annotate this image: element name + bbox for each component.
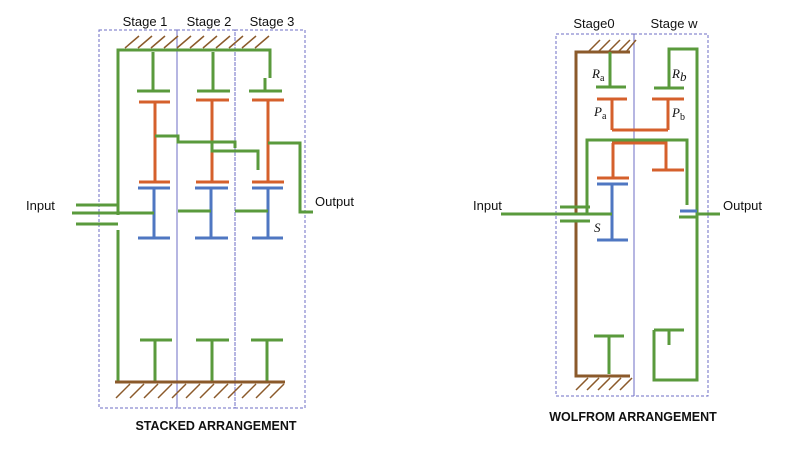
stacked-arrangement: Stage 1 Stage 2 Stage 3	[26, 14, 354, 433]
wolfrom-top-hatch	[587, 39, 637, 53]
bottom-supports	[140, 338, 283, 381]
carrier-1	[155, 134, 237, 148]
stacked-caption: STACKED ARRANGEMENT	[135, 419, 296, 433]
wolfrom-sun-gear	[597, 182, 628, 242]
wolfrom-housing-bottom	[574, 222, 630, 378]
wolfrom-arrangement: Stage0 Stage w	[473, 16, 762, 424]
wolfrom-housing-top	[574, 50, 630, 213]
stage-1-label: Stage 1	[123, 14, 168, 29]
ring-a-symbol: Ra	[591, 66, 605, 84]
stage-2-label: Stage 2	[187, 14, 232, 29]
planet-b-symbol: Pb	[671, 105, 685, 123]
sun-gear-3	[252, 186, 283, 240]
stepped-planet	[597, 97, 684, 180]
bottom-housing-hatch	[115, 383, 285, 399]
planet-gear-1	[139, 100, 170, 184]
wolfrom-bottom-hatch	[575, 377, 633, 391]
ring-housing-top	[116, 48, 272, 215]
stage-2-box	[176, 29, 236, 409]
stacked-input-label: Input	[26, 198, 55, 213]
stacked-output-label: Output	[315, 194, 354, 209]
sun-gear-2	[195, 186, 228, 240]
stage-w-label: Stage w	[651, 16, 699, 31]
wolfrom-input-label: Input	[473, 198, 502, 213]
output-carrier	[268, 141, 313, 214]
ring-b-symbol: Rb	[671, 66, 687, 84]
wolfrom-caption: WOLFROM ARRANGEMENT	[549, 410, 717, 424]
stage-1-box	[98, 29, 178, 409]
wolfrom-output-label: Output	[723, 198, 762, 213]
planet-gear-3	[252, 98, 284, 184]
sun-symbol: S	[594, 220, 601, 235]
stage-0-label: Stage0	[573, 16, 614, 31]
wolfrom-carrier	[585, 138, 689, 213]
carrier-2-link	[210, 142, 260, 170]
planet-a-symbol: Pa	[593, 104, 607, 122]
stage-3-label: Stage 3	[250, 14, 295, 29]
top-housing-hatch	[124, 35, 270, 49]
stage-3-box	[234, 29, 306, 409]
